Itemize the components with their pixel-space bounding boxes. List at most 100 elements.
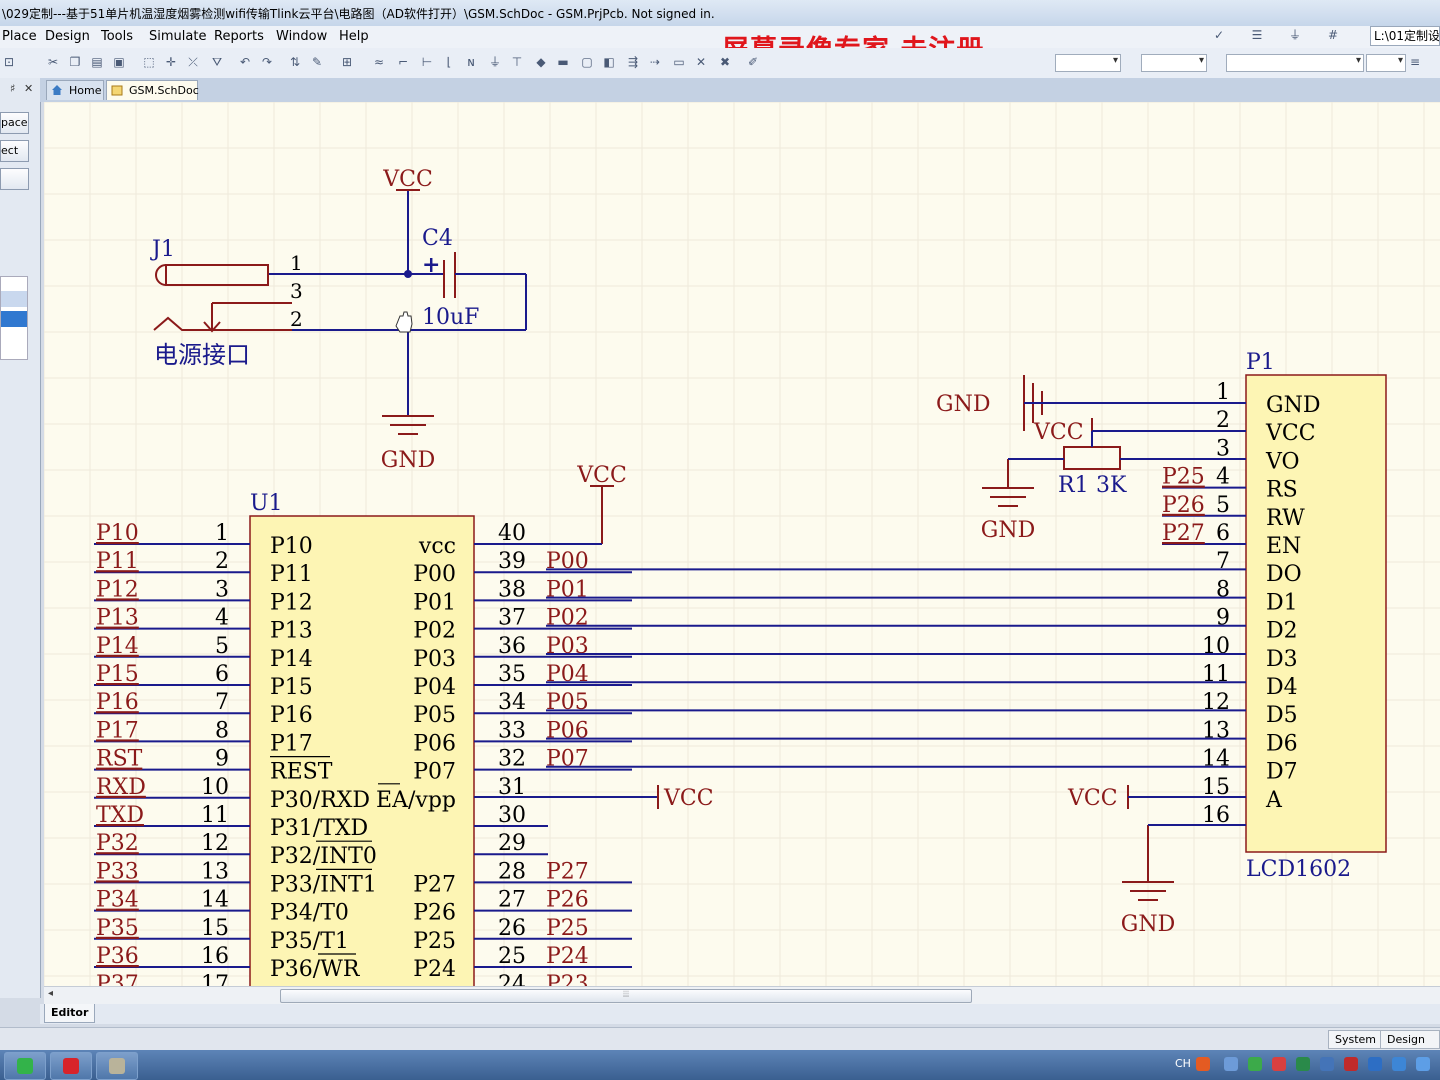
harness-entry-icon[interactable]: ⇢	[649, 55, 661, 69]
p1-pin-number: 12	[1202, 690, 1230, 715]
filter-combo-4[interactable]	[1366, 54, 1406, 72]
close-icon[interactable]: ✕	[24, 82, 34, 95]
menu-bar: Place Design Tools Simulate Reports Wind…	[0, 26, 1440, 48]
menu-help[interactable]: Help	[339, 29, 369, 44]
port-icon[interactable]: ▭	[673, 55, 685, 69]
highlight-icon[interactable]: ✐	[747, 55, 759, 69]
p1-wires[interactable]	[1008, 402, 1246, 826]
deselect-icon[interactable]: ⤫	[188, 55, 198, 69]
gnd-port-icon[interactable]: ⏚	[488, 55, 501, 69]
net-label: TXD	[96, 803, 144, 828]
sogou-icon[interactable]	[1196, 1057, 1210, 1071]
zoom-icon[interactable]: ⊡	[3, 55, 15, 69]
u1-pin-number: 36	[498, 634, 526, 659]
tab-editor[interactable]: Editor	[44, 1004, 96, 1023]
net-label: P32	[96, 831, 139, 856]
menu-tools[interactable]: Tools	[101, 29, 134, 44]
tray-app-icon[interactable]	[1368, 1057, 1382, 1071]
p1-pin-number: 3	[1216, 436, 1230, 461]
tray-app-icon[interactable]	[1320, 1057, 1334, 1071]
tree-item[interactable]	[1, 291, 27, 307]
tray-app-icon[interactable]	[1392, 1057, 1406, 1071]
menu-simulate[interactable]: Simulate	[149, 29, 207, 44]
filter-combo-2[interactable]	[1141, 54, 1207, 72]
p1-pin-name: D6	[1266, 731, 1298, 756]
j1-barrel[interactable]	[165, 264, 269, 286]
net-label: P03	[546, 634, 589, 659]
design-compiler-button[interactable]: Design Co	[1380, 1030, 1440, 1063]
tray-wechat-icon[interactable]	[1248, 1057, 1262, 1071]
u1-body[interactable]	[249, 515, 475, 986]
menu-window[interactable]: Window	[276, 29, 328, 44]
wire-icon[interactable]: ≈	[373, 55, 385, 69]
horizontal-scrollbar[interactable]: ◂ ⦙⦙⦙	[44, 986, 1440, 1005]
taskbar-altium[interactable]	[96, 1052, 138, 1080]
compile-mask-icon[interactable]: ✖	[719, 55, 731, 69]
tab-gsm-schdoc[interactable]: GSM.SchDoc	[106, 80, 199, 100]
harness-icon[interactable]: ⇶	[627, 55, 639, 69]
bus-entry-icon[interactable]: ⊢	[421, 55, 433, 69]
undo-icon[interactable]: ↶	[239, 55, 251, 69]
project-tree[interactable]	[0, 276, 28, 360]
tray-app-icon[interactable]	[1296, 1057, 1310, 1071]
menu-design[interactable]: Design	[45, 29, 90, 44]
grid-icon[interactable]: #	[1327, 28, 1339, 42]
system-button[interactable]: System	[1328, 1030, 1384, 1049]
cut-icon[interactable]: ✂	[47, 55, 59, 69]
rubber-stamp-icon[interactable]: ▣	[113, 55, 125, 69]
gnd1-label: GND	[936, 392, 990, 417]
project-button[interactable]: ect	[0, 140, 29, 162]
copy-icon[interactable]: ❐	[69, 55, 81, 69]
menu-reports[interactable]: Reports	[214, 29, 264, 44]
net-label: P05	[546, 690, 589, 715]
scroll-thumb[interactable]: ⦙⦙⦙	[280, 989, 972, 1003]
power-obj-icon[interactable]: ⏚	[1288, 28, 1301, 42]
layout-icon[interactable]: ≡	[1409, 55, 1421, 69]
net-label: P10	[96, 521, 139, 546]
menu-place[interactable]: Place	[2, 29, 37, 44]
filter-combo-3[interactable]	[1226, 54, 1364, 72]
input-language[interactable]: CH	[1175, 1057, 1191, 1070]
report-icon[interactable]: ✓	[1213, 28, 1225, 42]
scroll-left-icon[interactable]: ◂	[48, 988, 54, 999]
vcc-port-icon[interactable]: ⊤	[511, 55, 523, 69]
taskbar-wechat[interactable]	[4, 1052, 46, 1080]
tray-app-icon[interactable]	[1344, 1057, 1358, 1071]
taskbar-wps[interactable]	[50, 1052, 92, 1080]
p1-body[interactable]	[1245, 374, 1387, 853]
tray-app-icon[interactable]	[1272, 1057, 1286, 1071]
filter-combo-1[interactable]	[1055, 54, 1121, 72]
cross-probe-icon[interactable]: ✎	[311, 55, 323, 69]
browse-icon[interactable]: ⊞	[341, 55, 353, 69]
align-icon[interactable]: ☰	[1251, 28, 1263, 42]
net-label-icon[interactable]: ⌊	[446, 55, 452, 69]
redo-icon[interactable]: ↷	[261, 55, 273, 69]
data-bus-wires[interactable]	[546, 568, 1246, 768]
p1-pin-name: D2	[1266, 619, 1298, 644]
home-icon	[52, 85, 62, 95]
tree-item-selected[interactable]	[1, 311, 27, 327]
pin-icon[interactable]: ♯	[10, 82, 16, 95]
select-icon[interactable]: ⬚	[143, 55, 155, 69]
tray-app-icon[interactable]	[1416, 1057, 1430, 1071]
netlabel-text-icon[interactable]: ɴ	[467, 55, 475, 69]
clear-filter-icon[interactable]: ⛛	[211, 55, 223, 69]
hierarchy-icon[interactable]: ⇅	[289, 55, 301, 69]
path-box[interactable]: L:\01定制设计	[1370, 26, 1440, 46]
workspace-button[interactable]: pace	[0, 112, 29, 134]
no-erc-icon[interactable]: ✕	[695, 55, 707, 69]
bus-icon[interactable]: ⌐	[397, 55, 409, 69]
paste-icon[interactable]: ▤	[91, 55, 103, 69]
device-sheet-icon[interactable]: ◧	[603, 55, 615, 69]
tray-icon[interactable]	[1224, 1057, 1238, 1071]
project-dropdown[interactable]	[0, 168, 29, 190]
part-icon[interactable]: ◆	[536, 55, 546, 69]
move-icon[interactable]: ✛	[165, 55, 177, 69]
sheet-symbol-icon[interactable]: ▬	[557, 55, 569, 69]
tab-home[interactable]: Home	[46, 80, 104, 100]
sheet-entry-icon[interactable]: ▢	[581, 55, 593, 69]
